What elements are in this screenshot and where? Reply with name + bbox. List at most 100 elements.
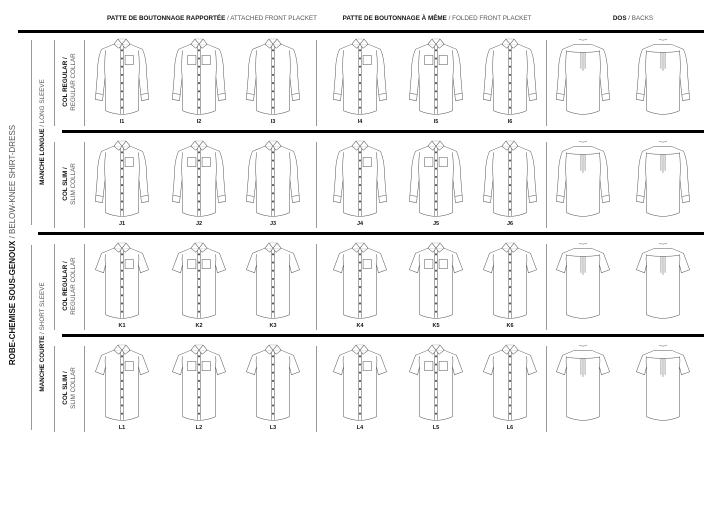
style-code-label: J5 [432,221,440,227]
shirt-flat-drawing [95,344,149,421]
divider [546,244,547,330]
shirt-back-long-sleeve [631,36,695,120]
shirt-flat-drawing [246,38,300,115]
style-code-label: K6 [506,323,514,329]
shirt-flat-drawing [483,38,537,115]
shirt-flat-drawing [172,38,226,115]
shirt-back-short-sleeve [551,342,615,426]
style-code-label: L6 [506,425,514,431]
style-code-label: K3 [269,323,277,329]
shirt-flat-drawing [636,242,690,319]
divider [316,346,317,432]
header-light: / FOLDED FRONT PLACKET [446,15,532,22]
style-code-label: J3 [269,221,277,227]
shirt-flat-drawing [95,140,149,217]
shirt-front-long-sleeve-flat [478,138,542,222]
style-code-label: K4 [356,323,364,329]
header-attached-front-placket: PATTE DE BOUTONNAGE RAPPORTÉE / ATTACHED… [107,15,317,22]
style-code-label: J6 [506,221,514,227]
divider [54,244,55,330]
style-code-label: L1 [118,425,126,431]
header-backs: DOS / BACKS [613,15,653,22]
shirt-front-long-sleeve-flat [404,36,468,120]
shirt-flat-drawing [483,140,537,217]
shirt-front-long-sleeve-flat [90,138,154,222]
style-code-label: L2 [195,425,203,431]
label-shirt-dress: ROBE-CHEMISE SOUS-GENOUX / BELOW-KNEE SH… [8,124,17,366]
shirt-front-long-sleeve-flat [167,36,231,120]
shirt-front-short-sleeve-flat [90,342,154,426]
style-code-label: J1 [118,221,126,227]
label-long-sleeve: MANCHE LONGUE / LONG SLEEVE [39,79,47,185]
label-light: SLIM COLLAR [70,367,77,409]
divider [316,244,317,330]
header-bold: PATTE DE BOUTONNAGE À MÊME [342,15,447,22]
shirt-flat-drawing [636,140,690,217]
label-light: / LONG SLEEVE [39,79,46,129]
shirt-flat-drawing [409,140,463,217]
shirt-flat-drawing [409,344,463,421]
divider [546,40,547,126]
divider [316,142,317,228]
shirt-front-short-sleeve-flat [404,240,468,324]
shirt-front-short-sleeve-flat [90,240,154,324]
divider [54,142,55,228]
style-code-label: I2 [196,119,202,125]
shirt-flat-drawing [636,344,690,421]
shirt-flat-drawing [172,344,226,421]
shirt-front-short-sleeve-flat [241,240,305,324]
label-collar-regular: COL REGULAR /REGULAR COLLAR [62,257,78,314]
shirt-flat-drawing [333,38,387,115]
header-folded-front-placket: PATTE DE BOUTONNAGE À MÊME / FOLDED FRON… [343,15,532,22]
style-code-label: J4 [356,221,364,227]
shirt-flat-drawing [556,344,610,421]
shirt-flat-drawing [409,242,463,319]
shirt-front-long-sleeve-flat [328,36,392,120]
shirt-flat-drawing [556,140,610,217]
shirt-back-short-sleeve [631,240,695,324]
label-light: / SHORT SLEEVE [39,282,46,336]
label-light: / BELOW-KNEE SHIRT-DRESS [8,124,17,241]
shirt-flat-drawing [172,242,226,319]
style-code-label: I4 [357,119,363,125]
label-bold: COL SLIM / [62,167,69,201]
divider [54,346,55,432]
style-code-label: I1 [119,119,125,125]
label-bold: COL REGULAR / [62,57,69,107]
divider [31,245,32,430]
shirt-flat-drawing [333,242,387,319]
shirt-front-short-sleeve-flat [241,342,305,426]
label-collar-slim: COL SLIM /SLIM COLLAR [62,367,78,409]
label-collar-slim: COL SLIM /SLIM COLLAR [62,163,78,205]
shirt-front-short-sleeve-flat [167,342,231,426]
shirt-front-short-sleeve-flat [478,342,542,426]
label-bold: ROBE-CHEMISE SOUS-GENOUX [8,240,17,366]
shirt-flat-drawing [246,242,300,319]
shirt-flat-drawing [95,38,149,115]
shirt-flat-drawing [246,344,300,421]
shirt-flat-drawing [95,242,149,319]
shirt-front-short-sleeve-flat [328,342,392,426]
style-code-label: K2 [195,323,203,329]
style-code-label: K1 [118,323,126,329]
shirt-flat-drawing [333,140,387,217]
shirt-back-long-sleeve [631,138,695,222]
style-code-label: L3 [269,425,277,431]
label-short-sleeve: MANCHE COURTE / SHORT SLEEVE [39,282,47,391]
label-collar-regular: COL REGULAR /REGULAR COLLAR [62,53,78,110]
style-code-label: K5 [432,323,440,329]
label-bold: COL REGULAR / [62,261,69,311]
shirt-back-short-sleeve [631,342,695,426]
shirt-front-short-sleeve-flat [167,240,231,324]
row-divider [62,334,704,337]
shirt-flat-drawing [556,38,610,115]
divider [84,346,85,432]
label-bold: MANCHE COURTE [39,335,46,392]
top-divider [18,30,704,33]
header-bold: DOS [612,15,627,22]
shirt-front-long-sleeve-flat [478,36,542,120]
divider [31,40,32,225]
divider [54,40,55,126]
shirt-flat-drawing [483,344,537,421]
